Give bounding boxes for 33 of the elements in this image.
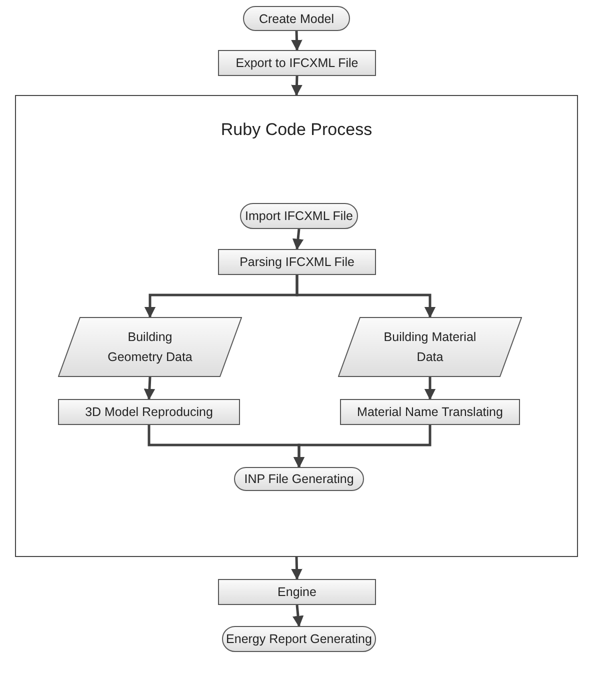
terminal-box [243, 6, 350, 31]
node-label: Import IFCXML File [245, 209, 353, 223]
node-label: Energy Report Generating [226, 632, 372, 646]
arrow [296, 275, 436, 318]
arrow [424, 377, 436, 400]
data-parallelogram [338, 317, 522, 377]
arrow [293, 425, 432, 468]
terminal-box [240, 203, 358, 229]
node-label: Export to IFCXML File [236, 56, 358, 70]
arrow [291, 30, 302, 52]
node-label: Engine [278, 585, 316, 599]
process-group-box [15, 95, 578, 557]
process-box [218, 50, 376, 76]
process-box [58, 399, 240, 425]
node-label: Material Name Translating [357, 405, 503, 419]
process-box [340, 399, 520, 425]
data-parallelogram [58, 317, 242, 377]
arrow [291, 76, 302, 96]
node-label: 3D Model Reproducing [85, 405, 213, 419]
node-label: Create Model [258, 12, 334, 26]
arrow [292, 228, 304, 250]
process-box [218, 579, 376, 605]
node-label: Parsing IFCXML File [240, 255, 354, 269]
node-label: Building Geometry Data [106, 329, 194, 366]
group-title: Ruby Code Process [220, 120, 374, 140]
terminal-box [234, 467, 364, 491]
process-box [218, 249, 376, 275]
arrow [144, 376, 156, 400]
node-label: INP File Generating [244, 472, 354, 486]
node-label: Building Material Data [382, 329, 478, 366]
arrow [292, 604, 304, 628]
arrow [291, 556, 302, 580]
terminal-box [222, 626, 376, 652]
